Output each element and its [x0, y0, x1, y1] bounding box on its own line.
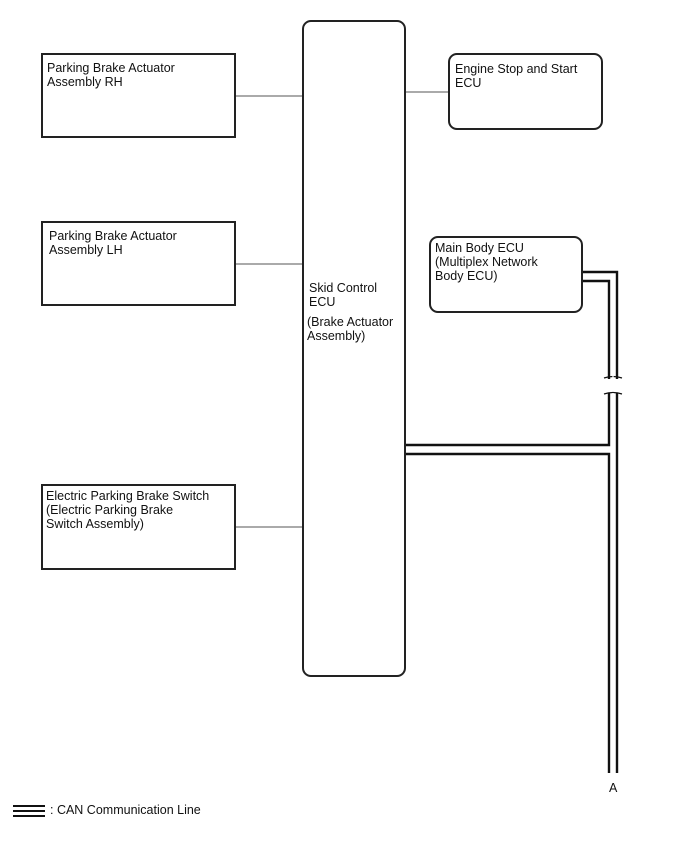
actuator-rh-label: Parking Brake Actuator Assembly RH [47, 61, 175, 89]
connector-a-label: A [609, 781, 618, 795]
legend-can-symbol [13, 805, 45, 817]
actuator-rh-box: Parking Brake Actuator Assembly RH [41, 53, 236, 138]
main-body-ecu-label: Main Body ECU (Multiplex Network Body EC… [435, 241, 538, 283]
actuator-lh-box: Parking Brake Actuator Assembly LH [41, 221, 236, 306]
epb-switch-box: Electric Parking Brake Switch (Electric … [41, 484, 236, 570]
actuator-lh-label: Parking Brake Actuator Assembly LH [49, 229, 177, 257]
skid-control-ecu-label: Skid Control ECU [309, 281, 378, 309]
engine-stop-start-ecu-label: Engine Stop and Start ECU [455, 62, 578, 90]
epb-switch-label: Electric Parking Brake Switch (Electric … [46, 489, 210, 531]
main-body-ecu-box: Main Body ECU (Multiplex Network Body EC… [429, 236, 583, 313]
engine-stop-start-ecu-box: Engine Stop and Start ECU [448, 53, 603, 130]
skid-control-ecu-box: Skid Control ECU (Brake Actuator Assembl… [302, 20, 406, 677]
can-bus-trunk [405, 270, 619, 773]
can-bus-break-mark [603, 375, 623, 395]
legend-text: : CAN Communication Line [50, 803, 201, 817]
skid-control-ecu-sublabel: (Brake Actuator Assembly) [307, 315, 394, 343]
